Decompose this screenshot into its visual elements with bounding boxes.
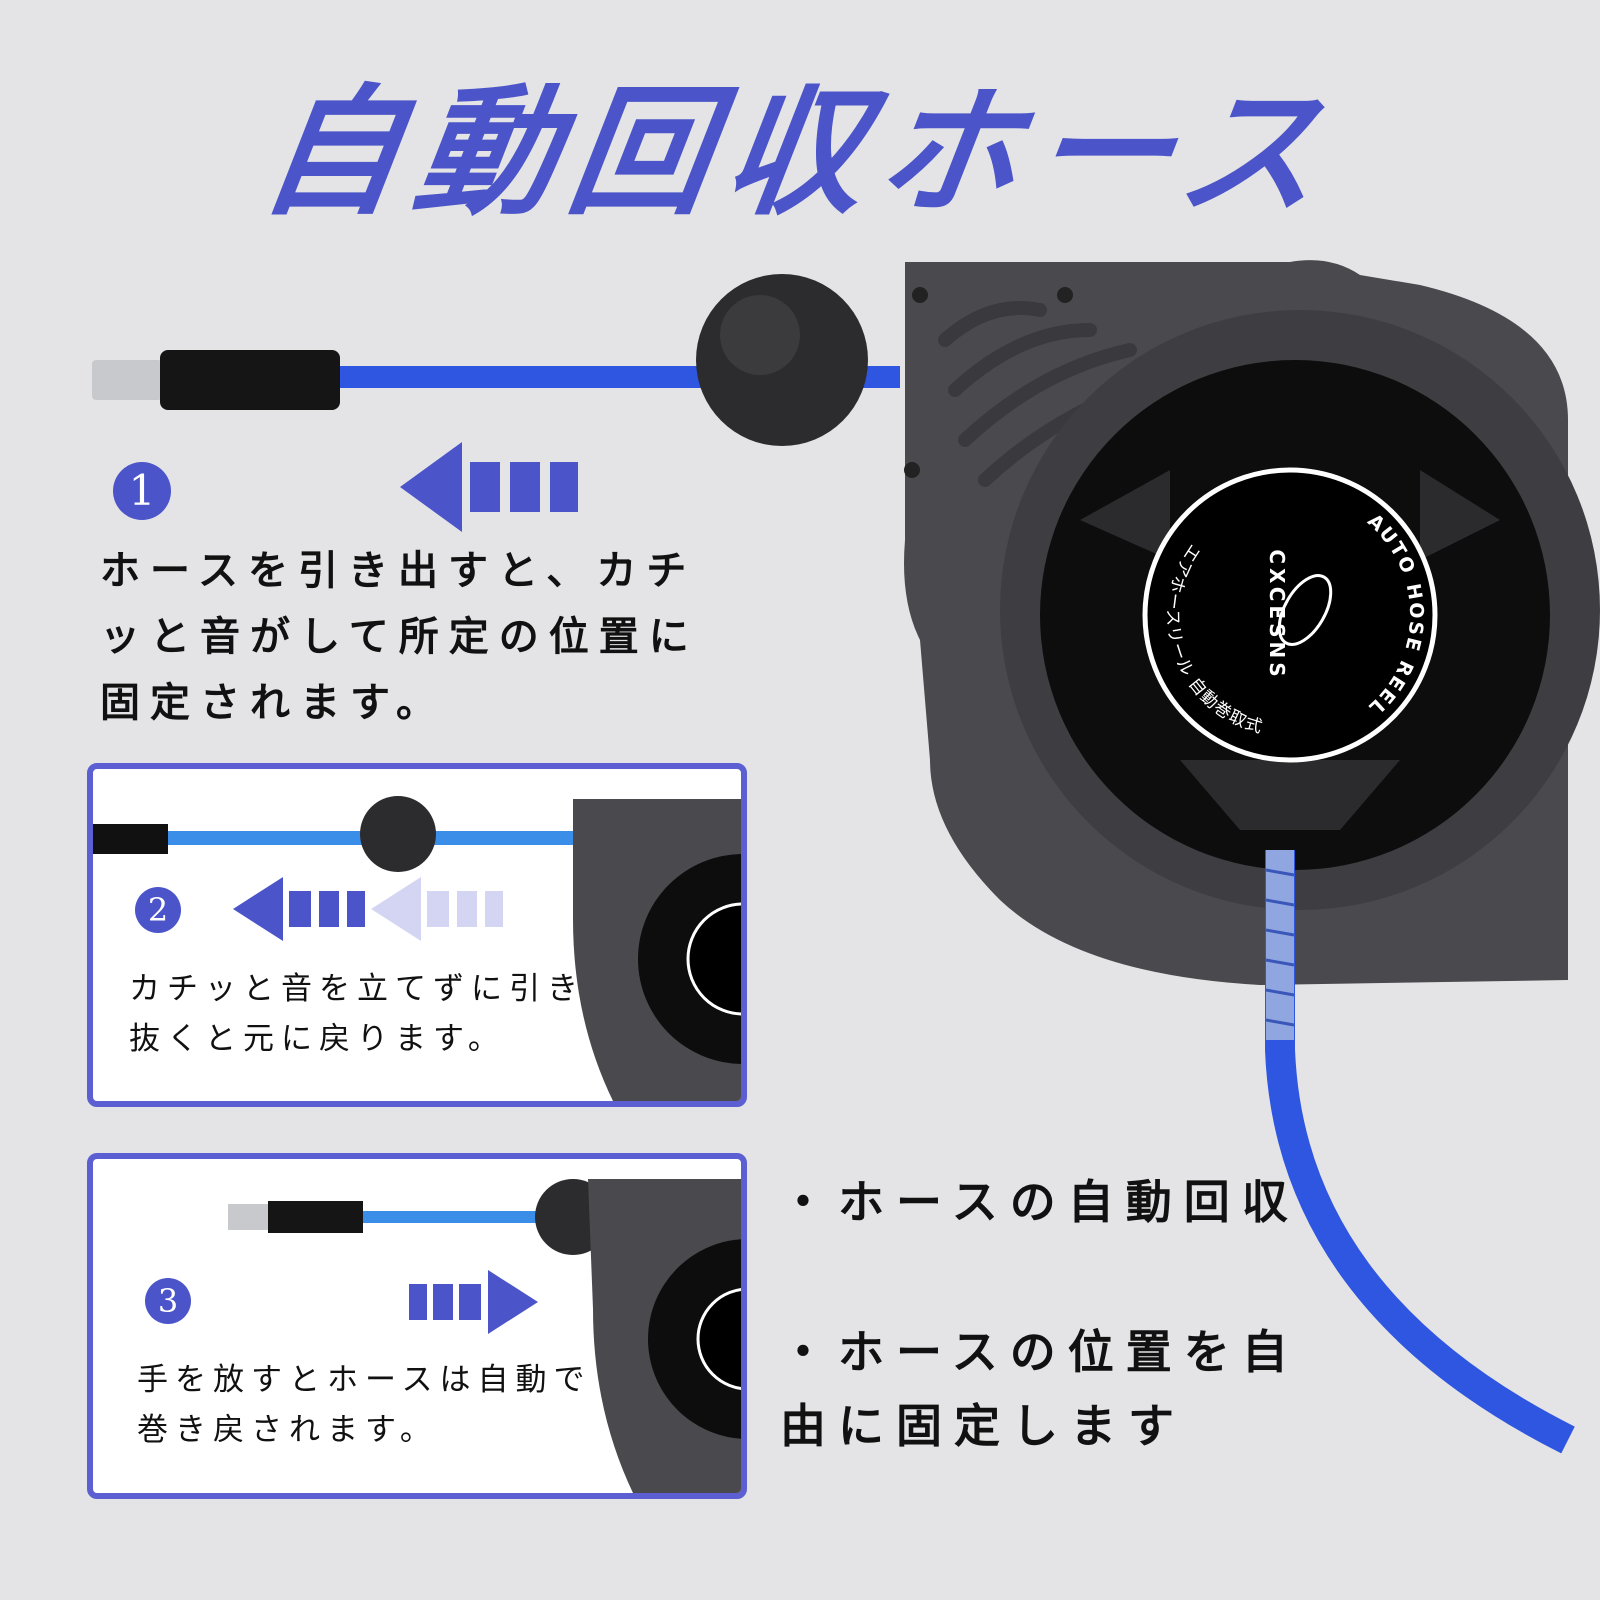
step2-line: カチッと音を立てずに引き [129, 971, 585, 1007]
arrow-left-icon [233, 877, 365, 941]
step-number-2: 2 [135, 887, 181, 933]
step3-description: 手を放すとホースは自動で 巻き戻されます。 [137, 1355, 591, 1455]
hose-coil [1265, 850, 1575, 1454]
feature-free-position-cont: 由に固定します [780, 1399, 1186, 1453]
step2-description: カチッと音を立てずに引き 抜くと元に戻ります。 [129, 964, 585, 1064]
product-label-logo: CXCESNS AUTO HOSE REEL エアホースリール 自動巻取式 [1142, 467, 1438, 763]
step3-line: 手を放すとホースは自動で [137, 1362, 592, 1398]
step1-description: ホースを引き出すと、カチ ッと音がして所定の位置に 固定されます。 [100, 538, 699, 736]
step3-illustration [228, 1179, 741, 1493]
feature-auto-retract: ・ホースの自動回収 [780, 1175, 1300, 1229]
step3-line: 巻き戻されます。 [137, 1412, 438, 1448]
page-title: 自動回収ホース [251, 72, 1346, 235]
step-number-1: 1 [113, 462, 171, 520]
brand-text: CXCESNS [1265, 549, 1289, 680]
arrow-right-icon [409, 1270, 538, 1334]
step1-line: ホースを引き出すと、カチ [100, 548, 697, 594]
step2-illustration [93, 796, 741, 1101]
feature-free-position: ・ホースの位置を自 [780, 1325, 1300, 1379]
step2-line: 抜くと元に戻ります。 [129, 1021, 506, 1057]
arrow-left-faded-icon [371, 877, 503, 941]
step1-line: 固定されます。 [100, 680, 446, 726]
spring-guard [1265, 868, 1295, 1027]
step1-line: ッと音がして所定の位置に [100, 614, 699, 660]
hose-fitting [92, 360, 162, 400]
step3-panel: 3 手を放すとホースは自動で 巻き戻されます。 [87, 1153, 747, 1499]
step-number-3: 3 [145, 1278, 191, 1324]
step2-panel: 2 カチッと音を立てずに引き 抜くと元に戻ります。 [87, 763, 747, 1107]
